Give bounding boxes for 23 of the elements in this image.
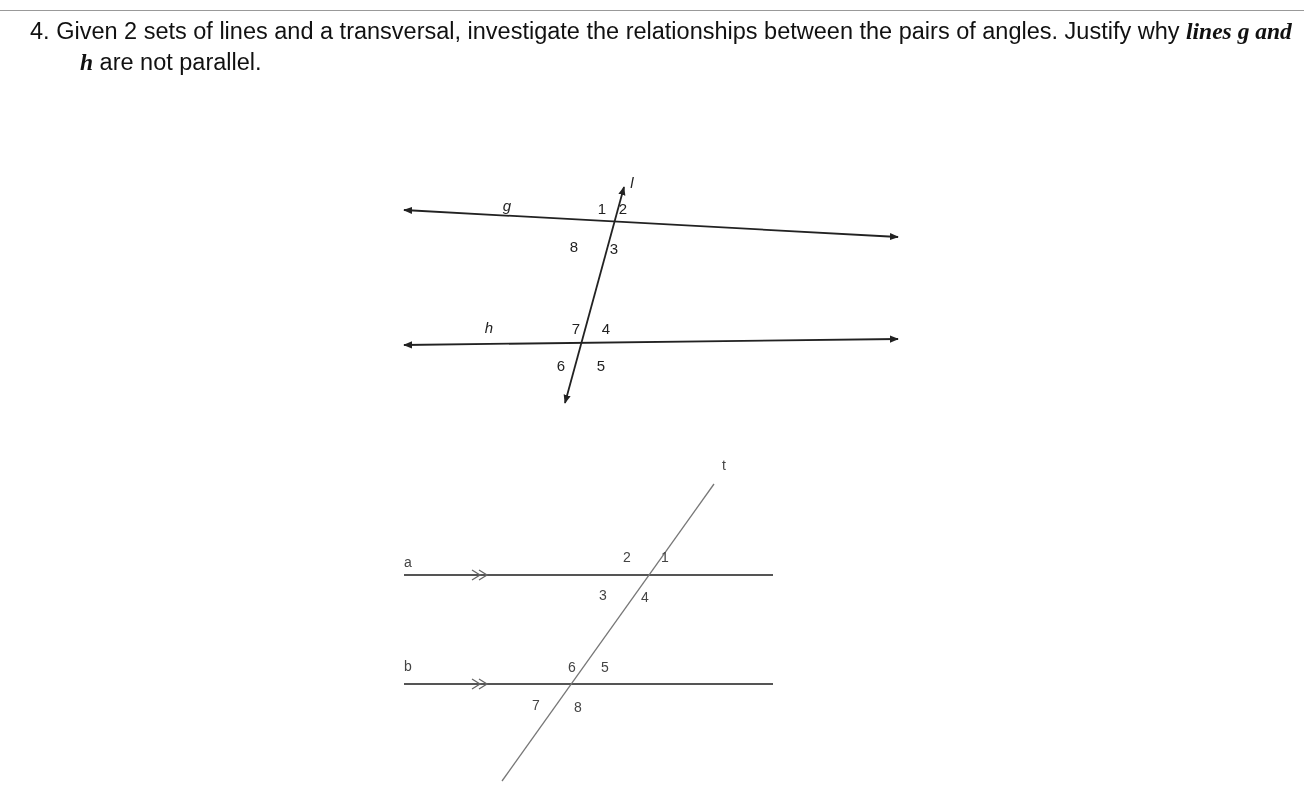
angle-number: 7: [571, 321, 581, 337]
angle-number: 8: [574, 699, 582, 715]
angle-number: 2: [618, 201, 628, 217]
angle-number: 3: [599, 587, 607, 603]
angle-number: 1: [661, 549, 669, 565]
line-label: g: [502, 198, 512, 214]
angle-number: 8: [569, 239, 579, 255]
angle-number: 3: [609, 241, 619, 257]
angle-number: 7: [532, 697, 540, 713]
line-label: b: [404, 658, 412, 674]
angle-number: 5: [601, 659, 609, 675]
line-label: l: [630, 175, 634, 191]
angle-number: 4: [601, 321, 611, 337]
angle-number: 2: [623, 549, 631, 565]
line-label: a: [404, 554, 412, 570]
line-label: t: [722, 457, 726, 473]
angle-number: 5: [596, 358, 606, 374]
angle-number: 4: [641, 589, 649, 605]
question-text: 4. Given 2 sets of lines and a transversal, investigate the relationships between the pairs of angles. Justify why lines g and h are not parallel.: [30, 17, 1293, 77]
line-label: h: [484, 320, 494, 336]
angle-number: 1: [597, 201, 607, 217]
angle-number: 6: [568, 659, 576, 675]
angle-number: 6: [556, 358, 566, 374]
